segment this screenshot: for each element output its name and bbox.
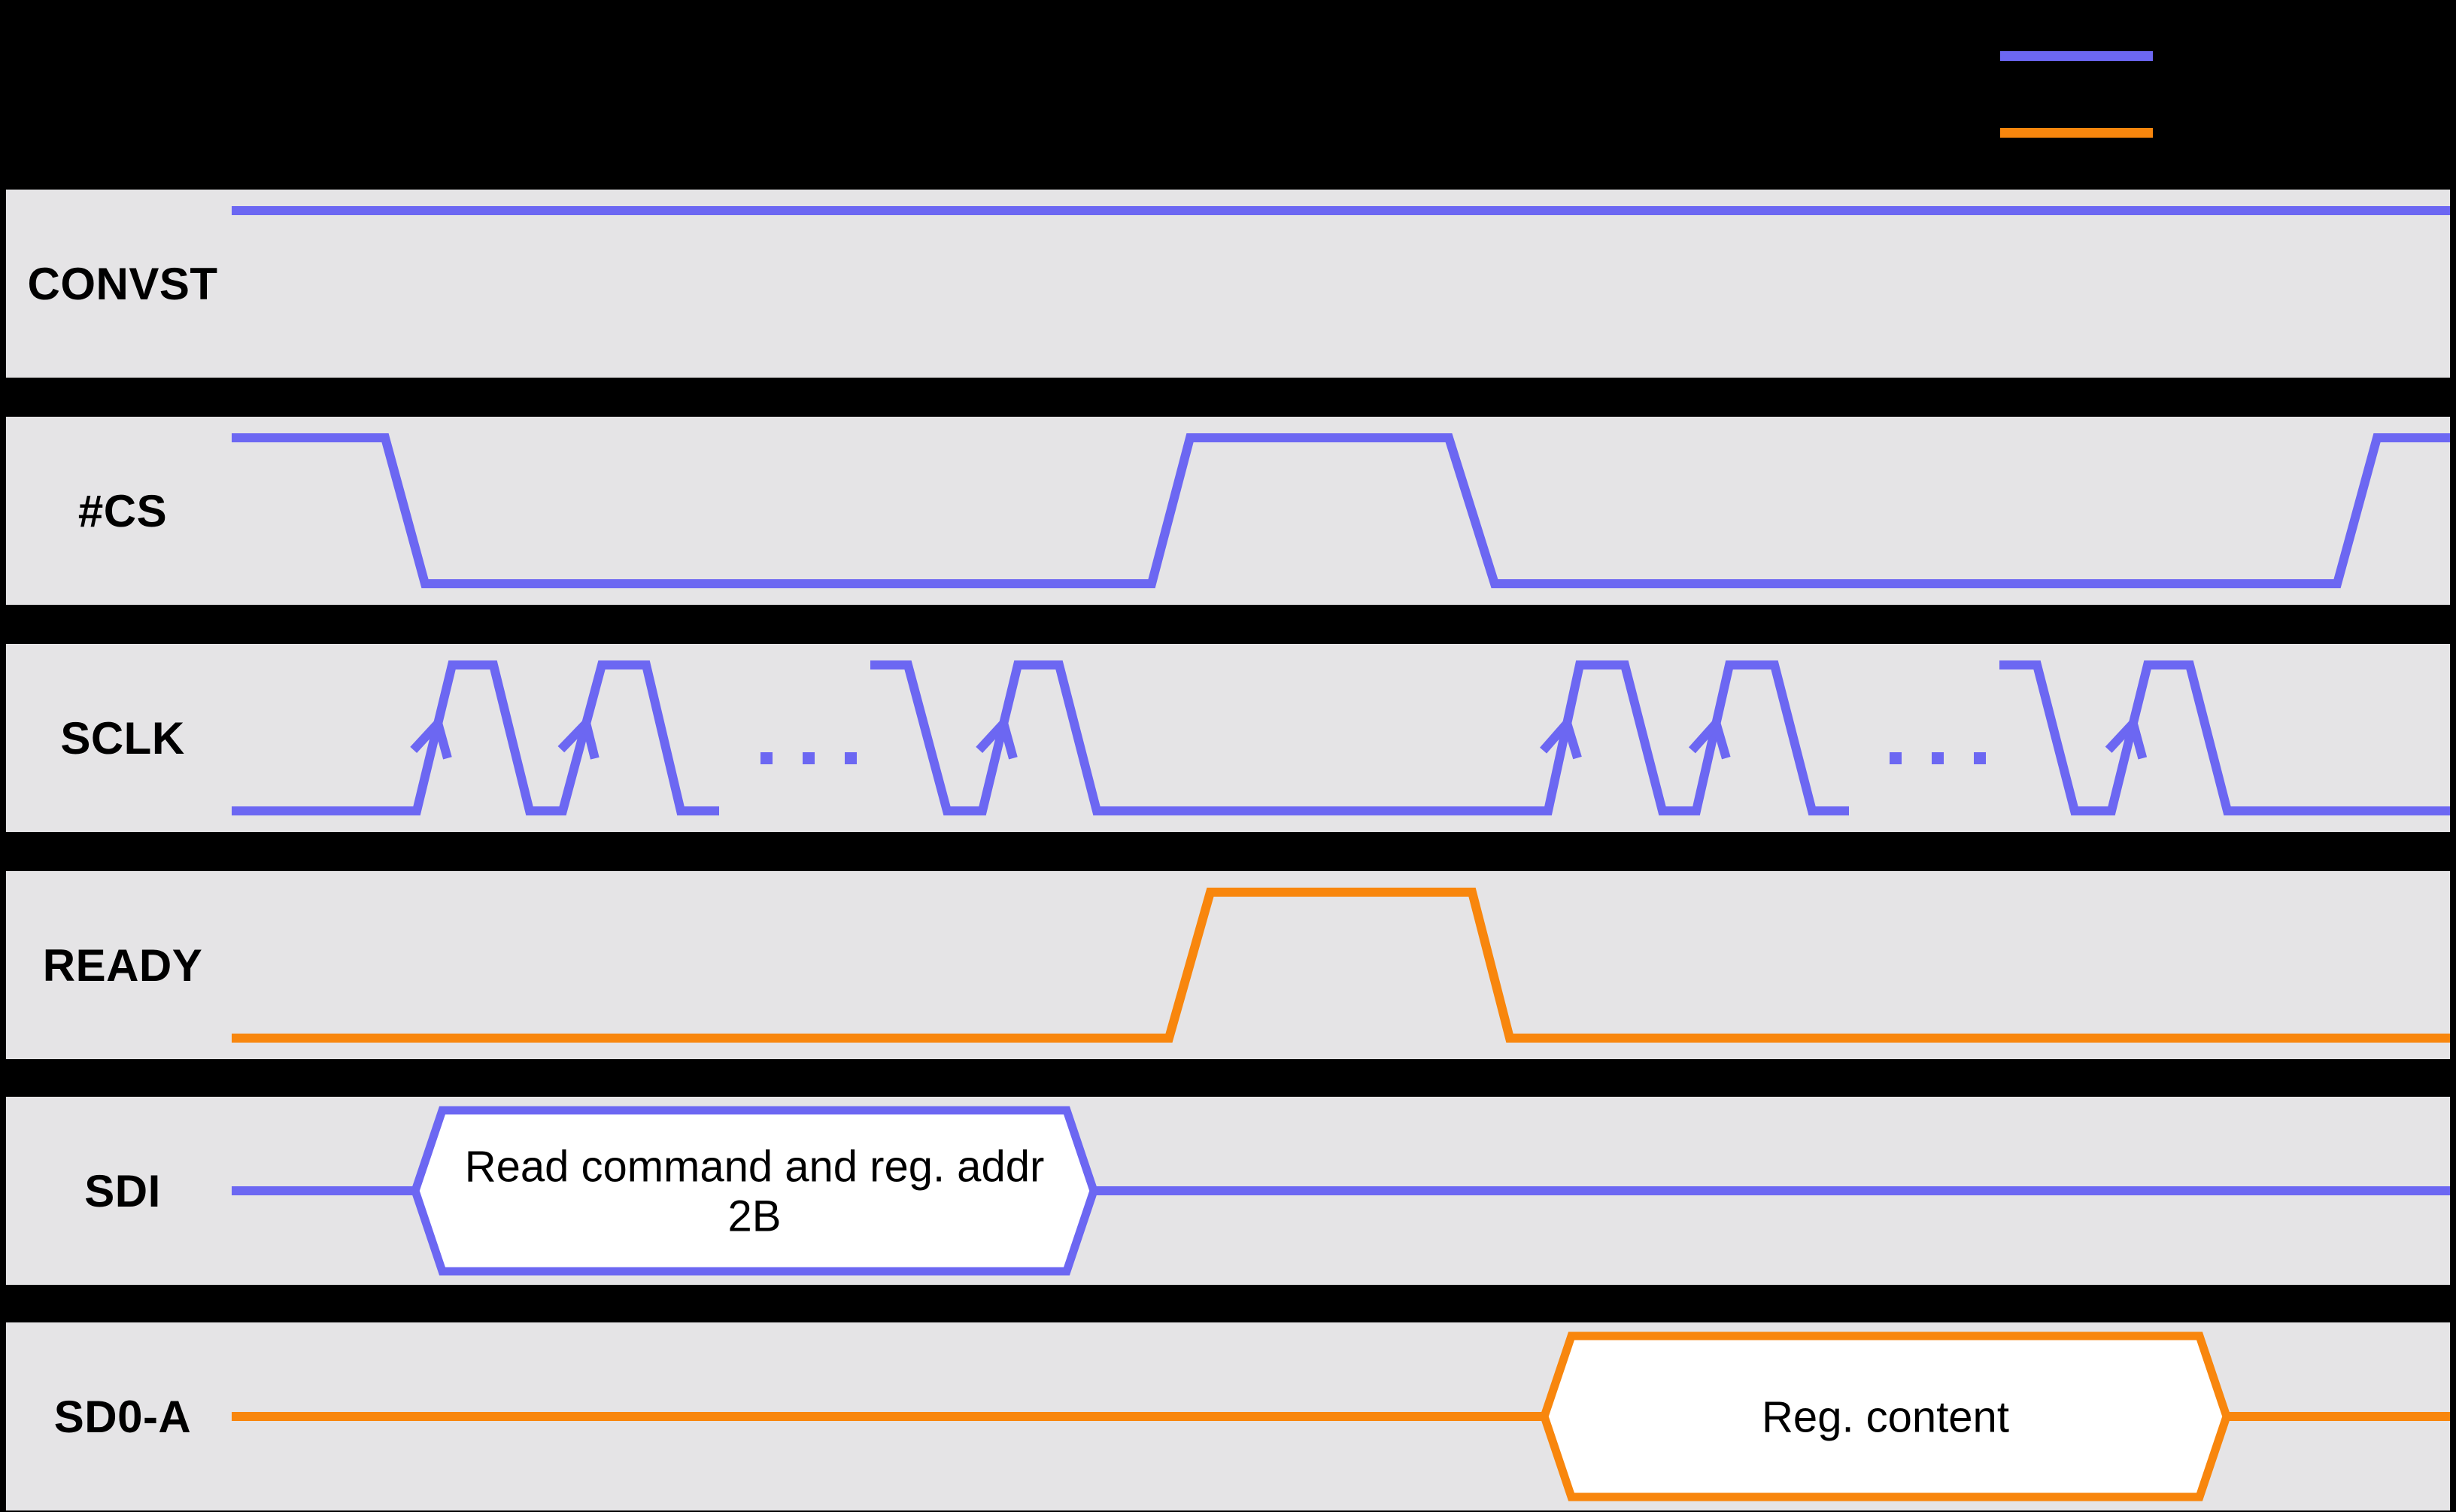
signal-row-cs: #CS [6, 417, 2450, 605]
legend-swatch-orange-line [2000, 128, 2153, 138]
signal-row-ready: READY [6, 871, 2450, 1059]
signal-label-ready: READY [42, 940, 203, 991]
signal-row-sclk: SCLK [6, 644, 2450, 832]
signal-row-convst: CONVST [6, 190, 2450, 378]
signal-label-convst: CONVST [27, 258, 218, 309]
signal-label-cs: #CS [77, 485, 168, 536]
signal-row-sdi: SDI [6, 1097, 2450, 1285]
signal-label-sclk: SCLK [60, 712, 185, 764]
signal-label-sdi: SDI [84, 1165, 161, 1216]
signal-row-sd0a: SD0-A [6, 1322, 2450, 1510]
legend-swatch-purple-line [2000, 51, 2153, 61]
signal-label-sd0a: SD0-A [53, 1391, 192, 1442]
